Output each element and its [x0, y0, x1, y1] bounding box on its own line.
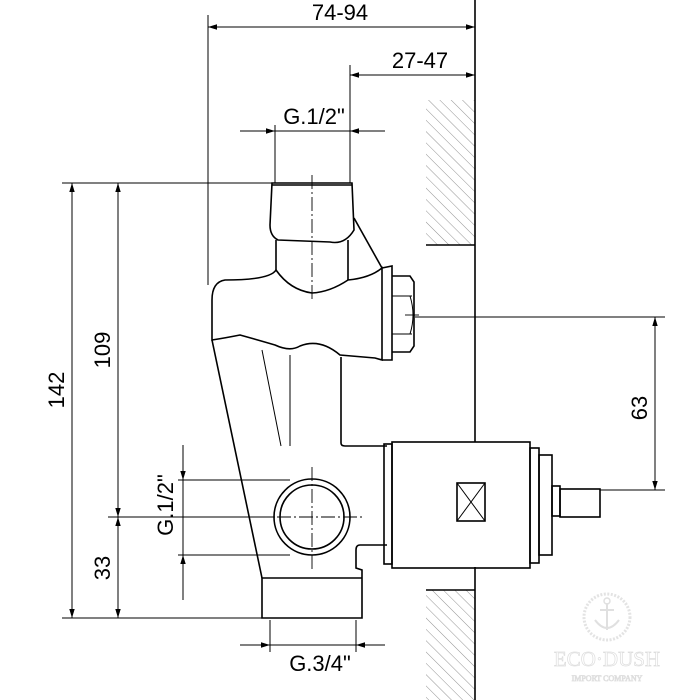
- dim-height-to-inlet: 109: [90, 332, 115, 369]
- dim-bottom-thread: G.3/4": [289, 651, 351, 676]
- dim-inlet-to-bottom: 33: [90, 556, 115, 580]
- dimension-lines: [62, 15, 665, 652]
- square-drive-symbol: [456, 482, 486, 522]
- valve-body: [211, 182, 415, 619]
- watermark-tagline: IMPORT COMPANY: [572, 674, 643, 683]
- watermark-logo: ECO·DUSH IMPORT COMPANY: [554, 592, 660, 683]
- dim-wall-depth: 27-47: [392, 48, 448, 73]
- dim-overall-depth: 74-94: [312, 0, 368, 25]
- dim-spindle-height: 63: [627, 396, 652, 420]
- watermark-brand: ECO·DUSH: [554, 647, 660, 671]
- dim-top-thread: G.1/2": [283, 104, 345, 129]
- cartridge: [383, 441, 601, 569]
- dim-side-thread: G.1/2": [153, 474, 178, 536]
- dim-total-height: 142: [44, 372, 69, 409]
- center-lines: [255, 175, 420, 570]
- wall: [426, 0, 476, 700]
